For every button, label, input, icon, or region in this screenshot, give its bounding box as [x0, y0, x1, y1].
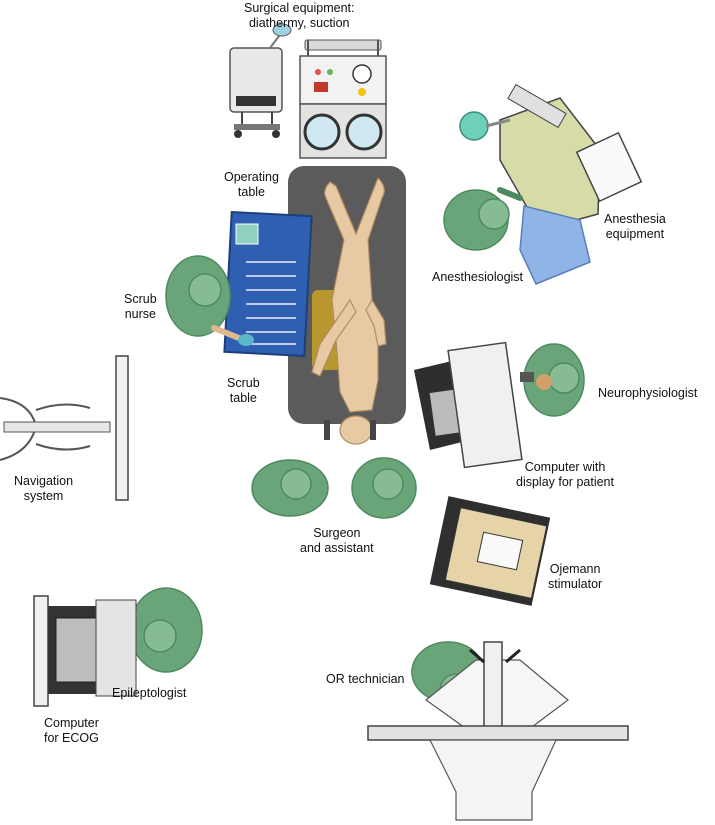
surgeon-assistant-label: Surgeon and assistant [300, 526, 374, 555]
patient [311, 176, 387, 445]
surgeon-figure [251, 459, 329, 517]
computer-ecog-label: Computer for ECOG [44, 716, 99, 745]
epileptologist-label: Epileptologist [112, 686, 187, 700]
scrub-nurse-label: Scrub nurse [124, 292, 157, 321]
suction-unit [299, 39, 387, 159]
or-technician-label: OR technician [326, 672, 405, 686]
ecog-computer [33, 595, 137, 707]
anesthesia-equipment-label: Anesthesia equipment [604, 212, 666, 241]
ojemann-stimulator [429, 496, 551, 606]
navigation-system-label: Navigation system [14, 474, 74, 503]
surgical-equipment-label: Surgical equipment: diathermy, suction [244, 1, 355, 30]
assistant-figure [351, 457, 417, 519]
operating-table-label: Operating table [224, 170, 279, 199]
computer-display-patient-label: Computer with display for patient [516, 460, 614, 489]
patient-display-computer [414, 341, 534, 469]
anesthesia-machine [459, 83, 643, 285]
ojemann-stimulator-label: Ojemann stimulator [548, 562, 603, 591]
scrub-table-label: Scrub table [227, 376, 260, 405]
diathermy-unit [229, 23, 292, 138]
surgical-microscope [367, 641, 629, 821]
scrub-nurse-figure [165, 255, 254, 346]
neurophysiologist-figure [523, 343, 585, 417]
navigation-system [0, 355, 129, 501]
anesthesiologist-label: Anesthesiologist [432, 270, 524, 284]
scrub-table [223, 210, 313, 358]
neurophysiologist-label: Neurophysiologist [598, 386, 698, 400]
anesthesiologist-figure [443, 187, 523, 251]
